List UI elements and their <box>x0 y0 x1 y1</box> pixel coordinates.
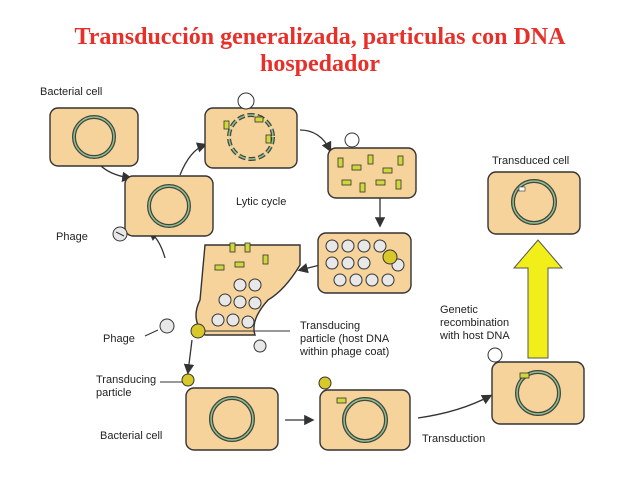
cell-dna-fragments <box>327 132 417 199</box>
phage-left <box>112 226 128 242</box>
label-transduced-cell: Transduced cell <box>492 155 570 167</box>
label-transducing-particle-desc: Transducing particle (host DNA within ph… <box>300 320 389 359</box>
label-phage-mid: Phage <box>103 333 135 345</box>
bacterial-cell-bottom <box>185 387 279 451</box>
bacterial-cell-top-left <box>49 107 139 167</box>
label-line: recombination <box>440 317 510 329</box>
label-line: Transducing <box>96 374 157 386</box>
transduced-cell <box>487 171 581 235</box>
label-line: particle <box>96 387 132 399</box>
label-bacterial-cell-bottom: Bacterial cell <box>100 430 163 442</box>
cell-receiving-dna <box>318 376 411 451</box>
label-transducing-particle-low: Transducing particle <box>96 374 156 400</box>
infected-cell <box>124 175 214 237</box>
label-line: with host DNA <box>440 330 510 342</box>
label-transduction: Transduction <box>422 433 486 445</box>
cell-dna-fragmenting <box>204 92 298 169</box>
transducing-particle-low <box>181 373 195 387</box>
label-line: particle (host DNA <box>300 333 390 345</box>
diagram-title-line-2: hospedador <box>259 51 381 77</box>
cell-assembled-phages <box>317 232 412 294</box>
cell-recombination <box>487 347 585 425</box>
phage-mid <box>144 318 175 337</box>
label-lytic-cycle: Lytic cycle <box>236 196 287 208</box>
diagram-title-line-1: Transducción generalizada, particulas co… <box>74 24 566 50</box>
cycle-arrows <box>99 129 493 426</box>
label-genetic-recombination: Genetic recombination with host DNA <box>440 304 510 343</box>
label-phage-left: Phage <box>56 231 88 243</box>
transducing-particle-mid <box>190 323 206 339</box>
yellow-arrow <box>512 239 564 359</box>
lysed-cell <box>195 242 301 336</box>
label-line: Transducing <box>300 320 361 332</box>
label-line: within phage coat) <box>300 346 390 358</box>
label-line: Genetic <box>440 304 478 316</box>
label-bacterial-cell-top: Bacterial cell <box>40 86 103 98</box>
phage-small <box>253 339 267 353</box>
